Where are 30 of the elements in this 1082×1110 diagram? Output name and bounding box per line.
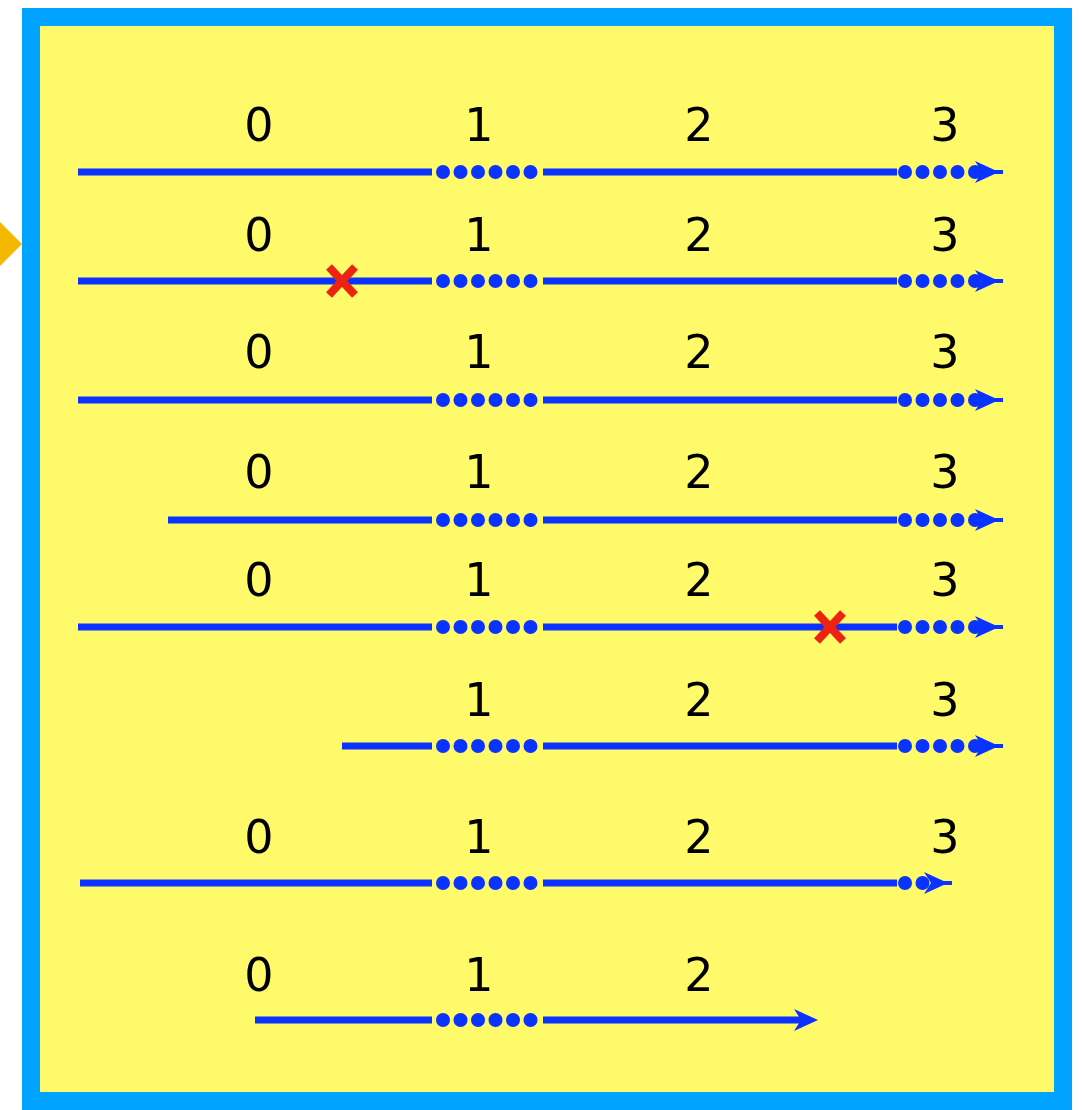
number-label: 2 — [683, 327, 715, 377]
number-label: 1 — [463, 950, 495, 1000]
number-label: 3 — [929, 812, 961, 862]
number-label: 0 — [243, 812, 275, 862]
number-label: 1 — [463, 555, 495, 605]
number-label: 1 — [463, 675, 495, 725]
number-label: 0 — [243, 950, 275, 1000]
number-label: 0 — [243, 100, 275, 150]
number-label: 2 — [683, 210, 715, 260]
number-label: 1 — [463, 327, 495, 377]
number-label: 3 — [929, 555, 961, 605]
number-label: 2 — [683, 950, 715, 1000]
number-label: 0 — [243, 447, 275, 497]
number-label: 3 — [929, 100, 961, 150]
number-label: 2 — [683, 555, 715, 605]
number-label: 1 — [463, 812, 495, 862]
number-label: 3 — [929, 210, 961, 260]
number-label: 2 — [683, 812, 715, 862]
number-label: 0 — [243, 555, 275, 605]
number-label: 2 — [683, 675, 715, 725]
number-label: 1 — [463, 210, 495, 260]
number-label: 0 — [243, 327, 275, 377]
number-label: 3 — [929, 675, 961, 725]
number-label: 1 — [463, 447, 495, 497]
number-label: 2 — [683, 447, 715, 497]
number-label: 3 — [929, 327, 961, 377]
number-label: 3 — [929, 447, 961, 497]
number-label: 1 — [463, 100, 495, 150]
number-label: 2 — [683, 100, 715, 150]
number-label: 0 — [243, 210, 275, 260]
